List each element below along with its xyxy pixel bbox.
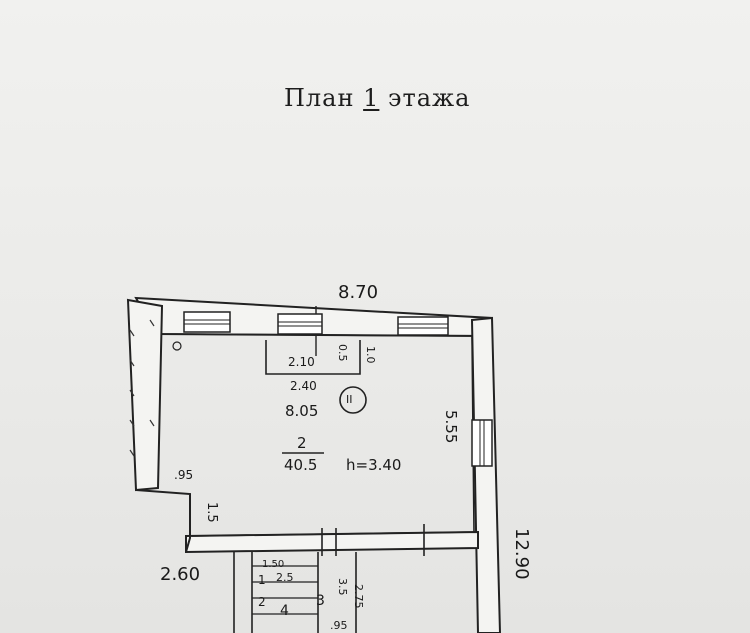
plan-floor-number: 1 [363,84,380,112]
left-offset-dim: .95 [174,468,194,482]
stair-steps [252,565,318,615]
window-4 [471,419,493,467]
room-height-label: h=3.40 [346,456,402,474]
right-wall [470,316,502,633]
left-step-dim: 1.5 [204,502,219,523]
plan-title: План 1 этажа [284,84,544,124]
right-length-dim: 12.90 [511,528,532,580]
small-room-3-number: 3 [316,593,325,609]
small-room-5-value: .95 [330,619,348,632]
room-number-label: 2 [297,434,307,452]
plan-title-prefix: План [284,84,364,112]
corner-mark [172,341,182,351]
room-area-label: 40.5 [284,456,318,474]
niche-width-label: 2.10 [288,355,315,369]
plan-title-suffix: этажа [379,84,471,112]
window-3 [397,316,449,336]
wall-side-dim: 5.55 [442,410,460,444]
step-wall [135,489,191,553]
stair-box [233,552,357,633]
small-room-2-number: 2 [258,595,266,609]
bottom-left-dim: 2.60 [160,564,201,585]
small-room-1-number: 1 [258,573,266,587]
niche-depth-label: 0.5 [336,344,349,362]
room-mark-label: II [346,393,353,406]
small-room-2-value: 2.5 [276,571,294,584]
left-wall [126,298,164,492]
room-mark-circle [339,386,367,414]
small-room-3-value: 3.5 [336,578,349,596]
room-width-label: 8.05 [285,402,319,420]
small-room-4-value: 2.75 [352,584,365,609]
niche-lower-label: 2.40 [290,379,317,393]
top-width-dim: 8.70 [338,282,379,303]
window-2 [277,313,323,335]
small-room-1-value: 1.50 [262,559,285,570]
small-room-4-number: 4 [280,603,289,619]
niche [265,340,361,375]
niche-side-label: 1.0 [364,346,377,364]
window-1 [183,311,231,333]
